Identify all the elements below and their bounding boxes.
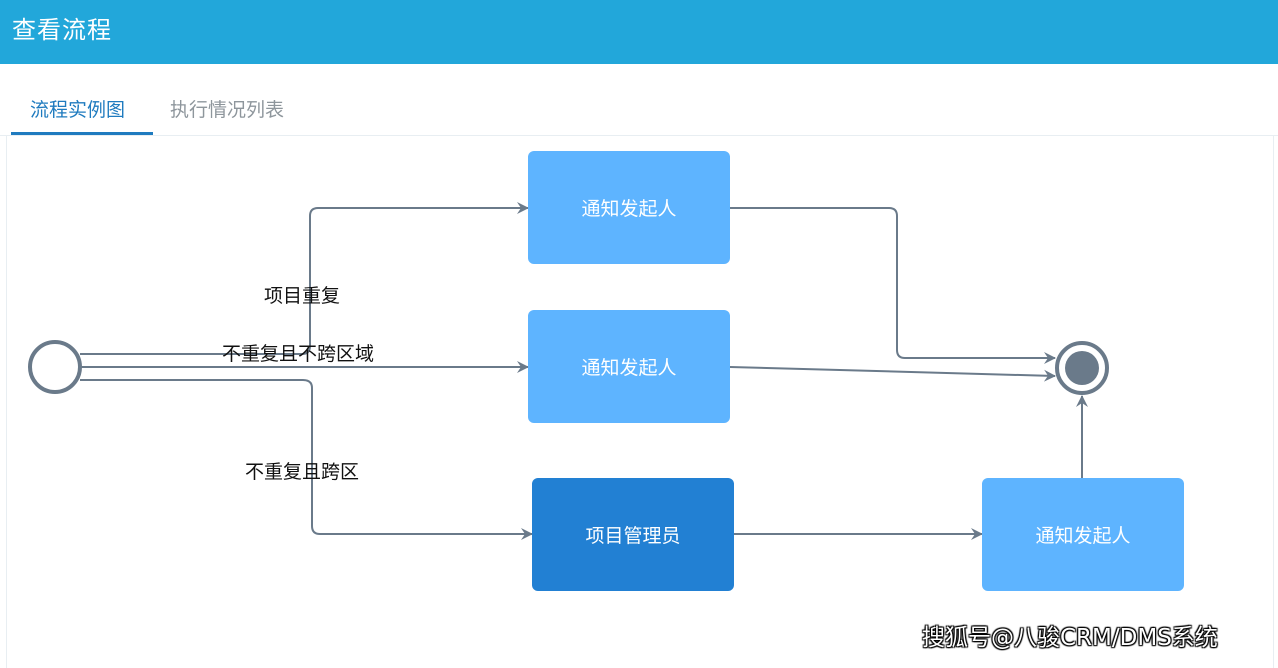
tab-bar: 流程实例图 执行情况列表 (0, 84, 1278, 136)
watermark-text: 搜狐号@八骏CRM/DMS系统 (922, 625, 1218, 651)
end-event-inner-circle (1065, 351, 1099, 385)
node-label: 通知发起人 (581, 198, 677, 220)
flow-canvas (6, 136, 1274, 668)
edge-notify-top-to-end[interactable] (730, 207, 1056, 364)
edge-start-to-project-manager[interactable] (80, 379, 533, 540)
node-label: 通知发起人 (581, 357, 677, 379)
node-label: 项目管理员 (585, 525, 681, 547)
page-title: 查看流程 (12, 16, 112, 44)
edge-label-duplicate: 项目重复 (264, 285, 341, 307)
node-notify-initiator-middle[interactable]: 通知发起人 (528, 310, 730, 423)
node-project-manager[interactable]: 项目管理员 (532, 478, 734, 591)
node-notify-initiator-bottom-right[interactable]: 通知发起人 (982, 478, 1184, 591)
node-label: 通知发起人 (1035, 525, 1131, 547)
tab-process-instance-diagram[interactable]: 流程实例图 (30, 99, 126, 121)
tab-execution-list[interactable]: 执行情况列表 (170, 99, 285, 121)
edge-label-no-dup-cross: 不重复且跨区 (245, 461, 360, 483)
active-tab-indicator (11, 132, 153, 135)
edge-notify-middle-to-end[interactable] (729, 366, 1056, 382)
edge-start-to-notify-top[interactable] (80, 202, 529, 355)
app-header: 查看流程 (0, 0, 1278, 64)
node-notify-initiator-top[interactable]: 通知发起人 (528, 151, 730, 264)
start-event-circle[interactable] (28, 340, 82, 394)
edge-label-no-dup-no-cross: 不重复且不跨区域 (222, 343, 375, 365)
